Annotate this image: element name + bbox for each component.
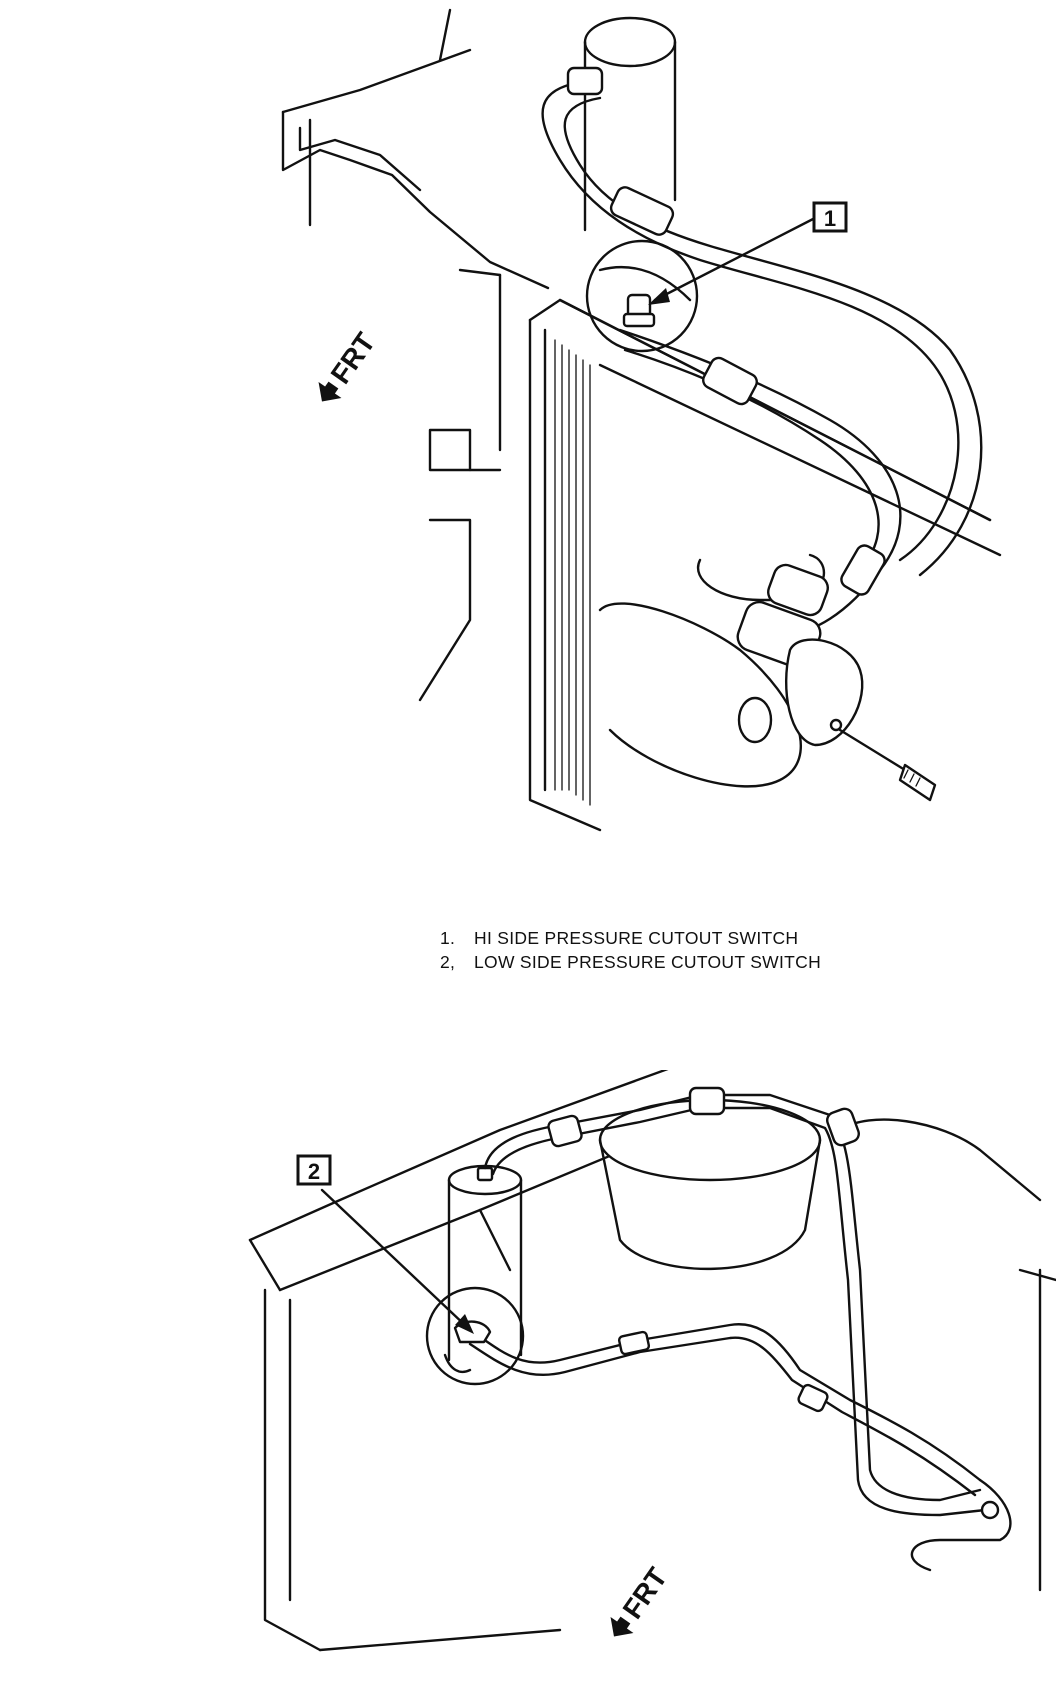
compressor xyxy=(598,553,864,788)
legend-item-number: 1. xyxy=(440,928,456,948)
frt-label: FRT xyxy=(325,327,382,389)
fender-panel xyxy=(281,8,550,702)
compressor-line xyxy=(618,328,902,634)
mounting-bolt xyxy=(838,728,937,802)
refrigerant-lines xyxy=(468,1086,1012,1572)
legend-item-text: HI SIDE PRESSURE CUTOUT SWITCH xyxy=(474,928,799,948)
front-direction-indicator: FRT xyxy=(318,327,382,402)
legend-item-number: 2, xyxy=(440,952,456,972)
callout-2: 2 xyxy=(296,1154,474,1334)
callout-1-label: 1 xyxy=(824,206,836,231)
legend-item-text: LOW SIDE PRESSURE CUTOUT SWITCH xyxy=(474,952,822,972)
front-direction-indicator: FRT xyxy=(610,1562,674,1637)
frt-label: FRT xyxy=(617,1562,674,1624)
condenser xyxy=(528,298,1002,832)
legend-item: 2, LOW SIDE PRESSURE CUTOUT SWITCH xyxy=(440,950,821,974)
callout-2-label: 2 xyxy=(308,1159,320,1184)
legend-item: 1. HI SIDE PRESSURE CUTOUT SWITCH xyxy=(440,926,821,950)
hi-side-switch-detail xyxy=(585,239,699,353)
legend: 1. HI SIDE PRESSURE CUTOUT SWITCH 2, LOW… xyxy=(440,926,821,974)
callout-1: 1 xyxy=(648,201,848,305)
hi-side-switch-illustration: 1 FRT xyxy=(281,8,1002,832)
hi-side-hose xyxy=(541,66,983,577)
air-cleaner xyxy=(598,1098,822,1270)
low-side-switch-illustration: 2 FRT xyxy=(248,1070,1056,1652)
